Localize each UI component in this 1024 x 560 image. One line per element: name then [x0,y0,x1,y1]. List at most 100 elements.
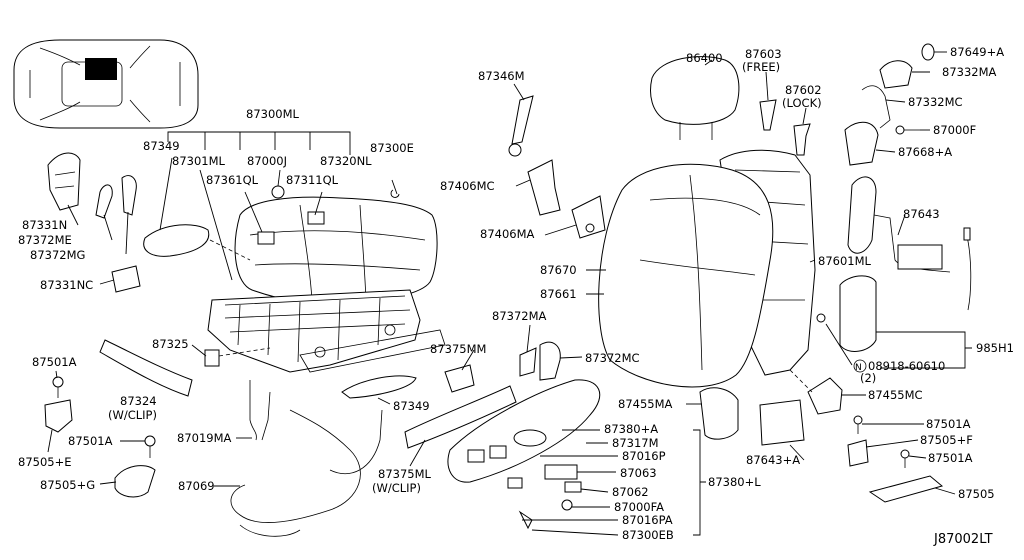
label-87670: 87670 [540,263,577,277]
part-985H1-shape [839,275,877,352]
label-87501A-left2: 87501A [68,434,113,448]
part-87375MM-shape [444,364,475,393]
label-87602-note: (LOCK) [782,96,822,110]
label-08918-qty: (2) [860,371,876,385]
label-87501A-left: 87501A [32,355,77,369]
label-87320NL: 87320NL [320,154,372,168]
part-87406MA-shape [571,195,606,239]
part-87349-cover-shape [143,224,210,257]
label-87455MC: 87455MC [868,388,923,402]
label-87324-note: (W/CLIP) [108,408,157,422]
label-985H1: 985H1 [976,341,1014,355]
label-87505E: 87505+E [18,455,72,469]
part-87505E-shape [44,399,73,433]
part-87375ML-shape [404,385,517,449]
label-87016P: 87016P [622,449,666,463]
label-87380A: 87380+A [604,422,658,436]
label-87643: 87643 [903,207,940,221]
label-87380L: 87380+L [708,475,761,489]
label-87668A: 87668+A [898,145,952,159]
label-87372MC: 87372MC [585,351,640,365]
part-87372ME-shape [95,184,113,219]
label-87643A: 87643+A [746,453,800,467]
label-87324: 87324 [120,394,157,408]
label-87375MM: 87375MM [430,342,486,356]
label-87300ML: 87300ML [246,107,300,121]
part-87505G-shape [114,465,156,498]
part-87455MC-shape [807,377,843,415]
part-87349-rail-shape [341,375,417,399]
label-87406MC: 87406MC [440,179,495,193]
label-87062: 87062 [612,485,649,499]
part-87332MC-shape [861,85,891,129]
label-87063: 87063 [620,466,657,480]
label-87505F: 87505+F [920,433,973,447]
part-87455MA-shape [699,387,739,440]
screw-87501A-right2-icon [900,449,910,468]
screw-87501A-right1-icon [853,415,863,434]
label-87346M: 87346M [478,69,525,83]
label-87372MG: 87372MG [30,248,85,262]
label-87601ML: 87601ML [818,254,872,268]
part-87332MA-shape [879,60,913,89]
label-87019MA: 87019MA [177,431,232,445]
label-87505: 87505 [958,487,995,501]
part-87668A-shape [844,121,879,166]
label-87332MA: 87332MA [942,65,997,79]
label-87000F: 87000F [933,123,976,137]
harness-87069-shape [230,409,383,523]
label-87372MA: 87372MA [492,309,547,323]
label-87602: 87602 [785,83,822,97]
guide-87603-shape [759,99,777,131]
label-87349-top: 87349 [143,139,180,153]
part-87505-shape [868,475,944,503]
label-87317M: 87317M [612,436,659,450]
seatback-cover-shape [598,163,774,388]
part-87505F-shape [847,439,869,467]
part-87331N-shape [47,152,81,211]
label-87501A-r1: 87501A [926,417,971,431]
part-87372MG-shape [121,175,137,216]
seat-frame [207,289,446,373]
label-87301ML: 87301ML [172,154,226,168]
n-symbol-icon [853,359,867,373]
diagram-code: J87002LT [933,532,993,547]
label-87300EB: 87300EB [622,528,674,542]
harness-87019MA-shape [249,380,271,441]
label-86400: 86400 [686,51,723,65]
label-87016PA: 87016PA [622,513,673,527]
screw-87501A-left2-icon [144,435,156,458]
part-87643A-shape [759,399,805,446]
headrest-86400-shape [650,56,740,125]
label-87331N: 87331N [22,218,67,232]
label-87325: 87325 [152,337,189,351]
seat-cushion-assembly [234,185,438,306]
label-87375ML-note: (W/CLIP) [372,481,421,495]
screw-87501A-left-icon [52,376,64,398]
label-08918-symbol: N [855,363,862,373]
part-87346M-shape [511,95,534,145]
label-87361QL: 87361QL [206,173,259,187]
leader-lines [47,51,972,536]
label-87455MA: 87455MA [618,397,673,411]
label-87000J: 87000J [247,154,287,168]
part-87324-shape [99,339,193,397]
label-87000FA: 87000FA [614,500,664,514]
label-87505G: 87505+G [40,478,95,492]
label-87661: 87661 [540,287,577,301]
label-87349-mid: 87349 [393,399,430,413]
label-87331NC: 87331NC [40,278,93,292]
guide-87602-shape [793,123,811,156]
screw-87000F-icon [895,125,920,135]
label-87375ML: 87375ML [378,467,432,481]
label-87332MC: 87332MC [908,95,963,109]
label-87501A-r2: 87501A [928,451,973,465]
part-87643-shape [847,176,877,254]
label-08918: 08918-60610 [868,359,945,373]
vehicle-locator-icon [13,39,199,129]
label-87406MA: 87406MA [480,227,535,241]
part-87325-shape [204,349,220,367]
part-87406MC-shape [527,159,561,216]
label-87603-note: (FREE) [742,60,780,74]
